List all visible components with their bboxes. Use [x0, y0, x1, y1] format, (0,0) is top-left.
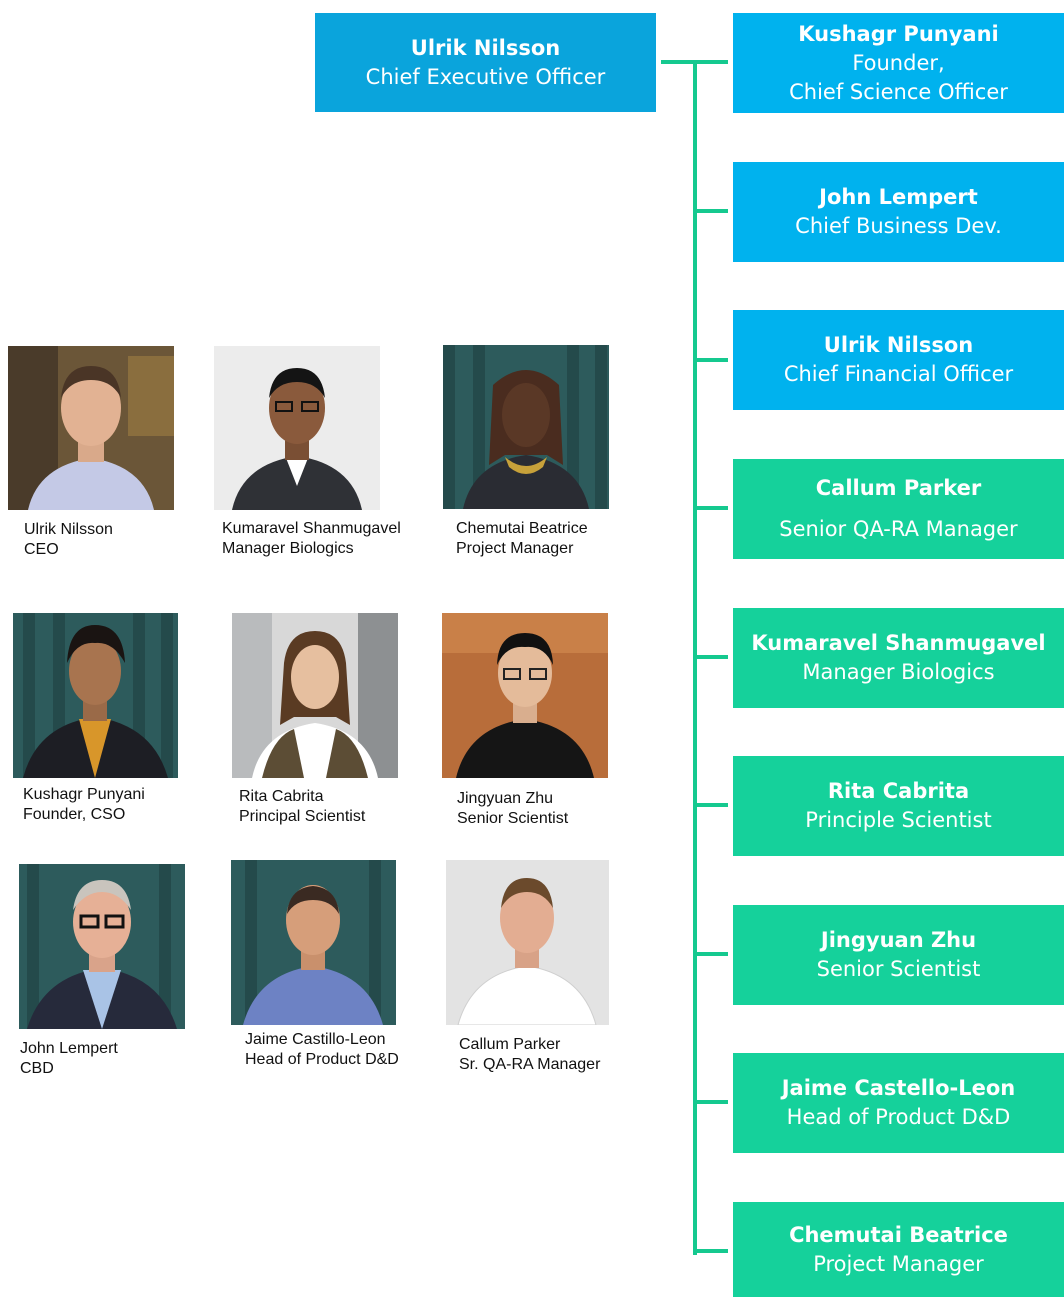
box-role: Manager Biologics: [802, 660, 995, 684]
caption-name: Rita Cabrita: [239, 788, 324, 805]
photo-caption: Jingyuan Zhu Senior Scientist: [457, 789, 568, 829]
box-role: Project Manager: [813, 1251, 984, 1276]
portrait-photo-callum-parker: [446, 860, 609, 1025]
caption-title: CBD: [20, 1060, 54, 1077]
photo-caption: Jaime Castillo-Leon Head of Product D&D: [245, 1030, 399, 1070]
photo-caption: Ulrik Nilsson CEO: [24, 520, 113, 560]
portrait-photo-jingyuan-zhu: [442, 613, 608, 778]
caption-name: Jingyuan Zhu: [457, 790, 554, 807]
box-project-manager: Chemutai Beatrice Project Manager: [733, 1202, 1064, 1297]
connector-branch: [693, 1100, 728, 1104]
box-role: Chief Science Officer: [789, 79, 1008, 104]
ceo-box: Ulrik Nilsson Chief Executive Officer: [315, 13, 656, 112]
connector-branch: [693, 358, 728, 362]
box-cfo: Ulrik Nilsson Chief Financial Officer: [733, 310, 1064, 410]
caption-name: Kushagr Punyani: [23, 786, 145, 803]
box-name: Jaime Castello-Leon: [781, 1076, 1016, 1100]
portrait-photo-rita-cabrita: [232, 613, 398, 778]
box-cso: Kushagr Punyani Founder, Chief Science O…: [733, 13, 1064, 113]
connector-branch: [693, 1249, 728, 1253]
box-name: John Lempert: [819, 185, 978, 209]
portrait-photo-jaime-castillo-leon: [231, 860, 396, 1025]
caption-title: Manager Biologics: [222, 540, 354, 557]
ceo-box-name: Ulrik Nilsson: [410, 35, 561, 60]
photo-caption: Rita Cabrita Principal Scientist: [239, 787, 365, 827]
box-name: Chemutai Beatrice: [789, 1222, 1008, 1247]
box-qa-ra: Callum Parker Senior QA-RA Manager: [733, 459, 1064, 559]
box-cbd: John Lempert Chief Business Dev.: [733, 162, 1064, 262]
box-name: Callum Parker: [815, 476, 982, 500]
caption-title: Principal Scientist: [239, 808, 366, 825]
connector-branch: [693, 655, 728, 659]
photo-caption: John Lempert CBD: [20, 1039, 118, 1079]
connector-branch: [693, 506, 728, 510]
caption-name: Kumaravel Shanmugavel: [222, 520, 401, 537]
box-role: Senior QA-RA Manager: [779, 517, 1018, 541]
box-product-dd: Jaime Castello-Leon Head of Product D&D: [733, 1053, 1064, 1153]
box-biologics: Kumaravel Shanmugavel Manager Biologics: [733, 608, 1064, 708]
photo-caption: Chemutai Beatrice Project Manager: [456, 519, 588, 559]
connector-branch: [693, 952, 728, 956]
box-name: Rita Cabrita: [827, 779, 970, 803]
caption-name: John Lempert: [20, 1040, 118, 1057]
ceo-box-role: Chief Executive Officer: [365, 64, 606, 89]
caption-name: Ulrik Nilsson: [24, 521, 113, 538]
caption-name: Jaime Castillo-Leon: [245, 1031, 386, 1048]
caption-title: Founder, CSO: [23, 806, 126, 823]
box-role: Head of Product D&D: [786, 1105, 1011, 1129]
box-principal-scientist: Rita Cabrita Principle Scientist: [733, 756, 1064, 856]
portrait-photo-kumaravel-shanmugavel: [214, 346, 380, 510]
box-name: Kumaravel Shanmugavel: [751, 631, 1046, 655]
box-role: Founder,: [852, 50, 945, 75]
box-name: Kushagr Punyani: [798, 21, 999, 46]
box-senior-scientist: Jingyuan Zhu Senior Scientist: [733, 905, 1064, 1005]
portrait-photo-john-lempert: [19, 864, 185, 1029]
box-role: Chief Financial Officer: [783, 362, 1014, 386]
caption-title: Head of Product D&D: [245, 1051, 399, 1068]
caption-name: Callum Parker: [459, 1036, 561, 1053]
connector-ceo: [661, 60, 699, 64]
box-name: Jingyuan Zhu: [820, 928, 977, 952]
caption-title: CEO: [24, 541, 59, 558]
connector-branch: [693, 60, 728, 64]
connector-branch: [693, 803, 728, 807]
photo-caption: Callum Parker Sr. QA-RA Manager: [459, 1035, 600, 1075]
connector-branch: [693, 209, 728, 213]
box-role: Senior Scientist: [816, 957, 981, 981]
portrait-photo-kushagr-punyani: [13, 613, 178, 778]
photo-caption: Kushagr Punyani Founder, CSO: [23, 785, 145, 825]
caption-title: Project Manager: [456, 540, 574, 557]
caption-title: Sr. QA-RA Manager: [459, 1056, 601, 1073]
caption-name: Chemutai Beatrice: [456, 520, 588, 537]
portrait-photo-chemutai-beatrice: [443, 345, 609, 509]
portrait-photo-ulrik-nilsson: [8, 346, 174, 510]
photo-caption: Kumaravel Shanmugavel Manager Biologics: [222, 519, 401, 559]
box-role: Principle Scientist: [805, 808, 992, 832]
caption-title: Senior Scientist: [457, 810, 569, 827]
box-name: Ulrik Nilsson: [823, 333, 974, 357]
box-role: Chief Business Dev.: [795, 214, 1002, 238]
